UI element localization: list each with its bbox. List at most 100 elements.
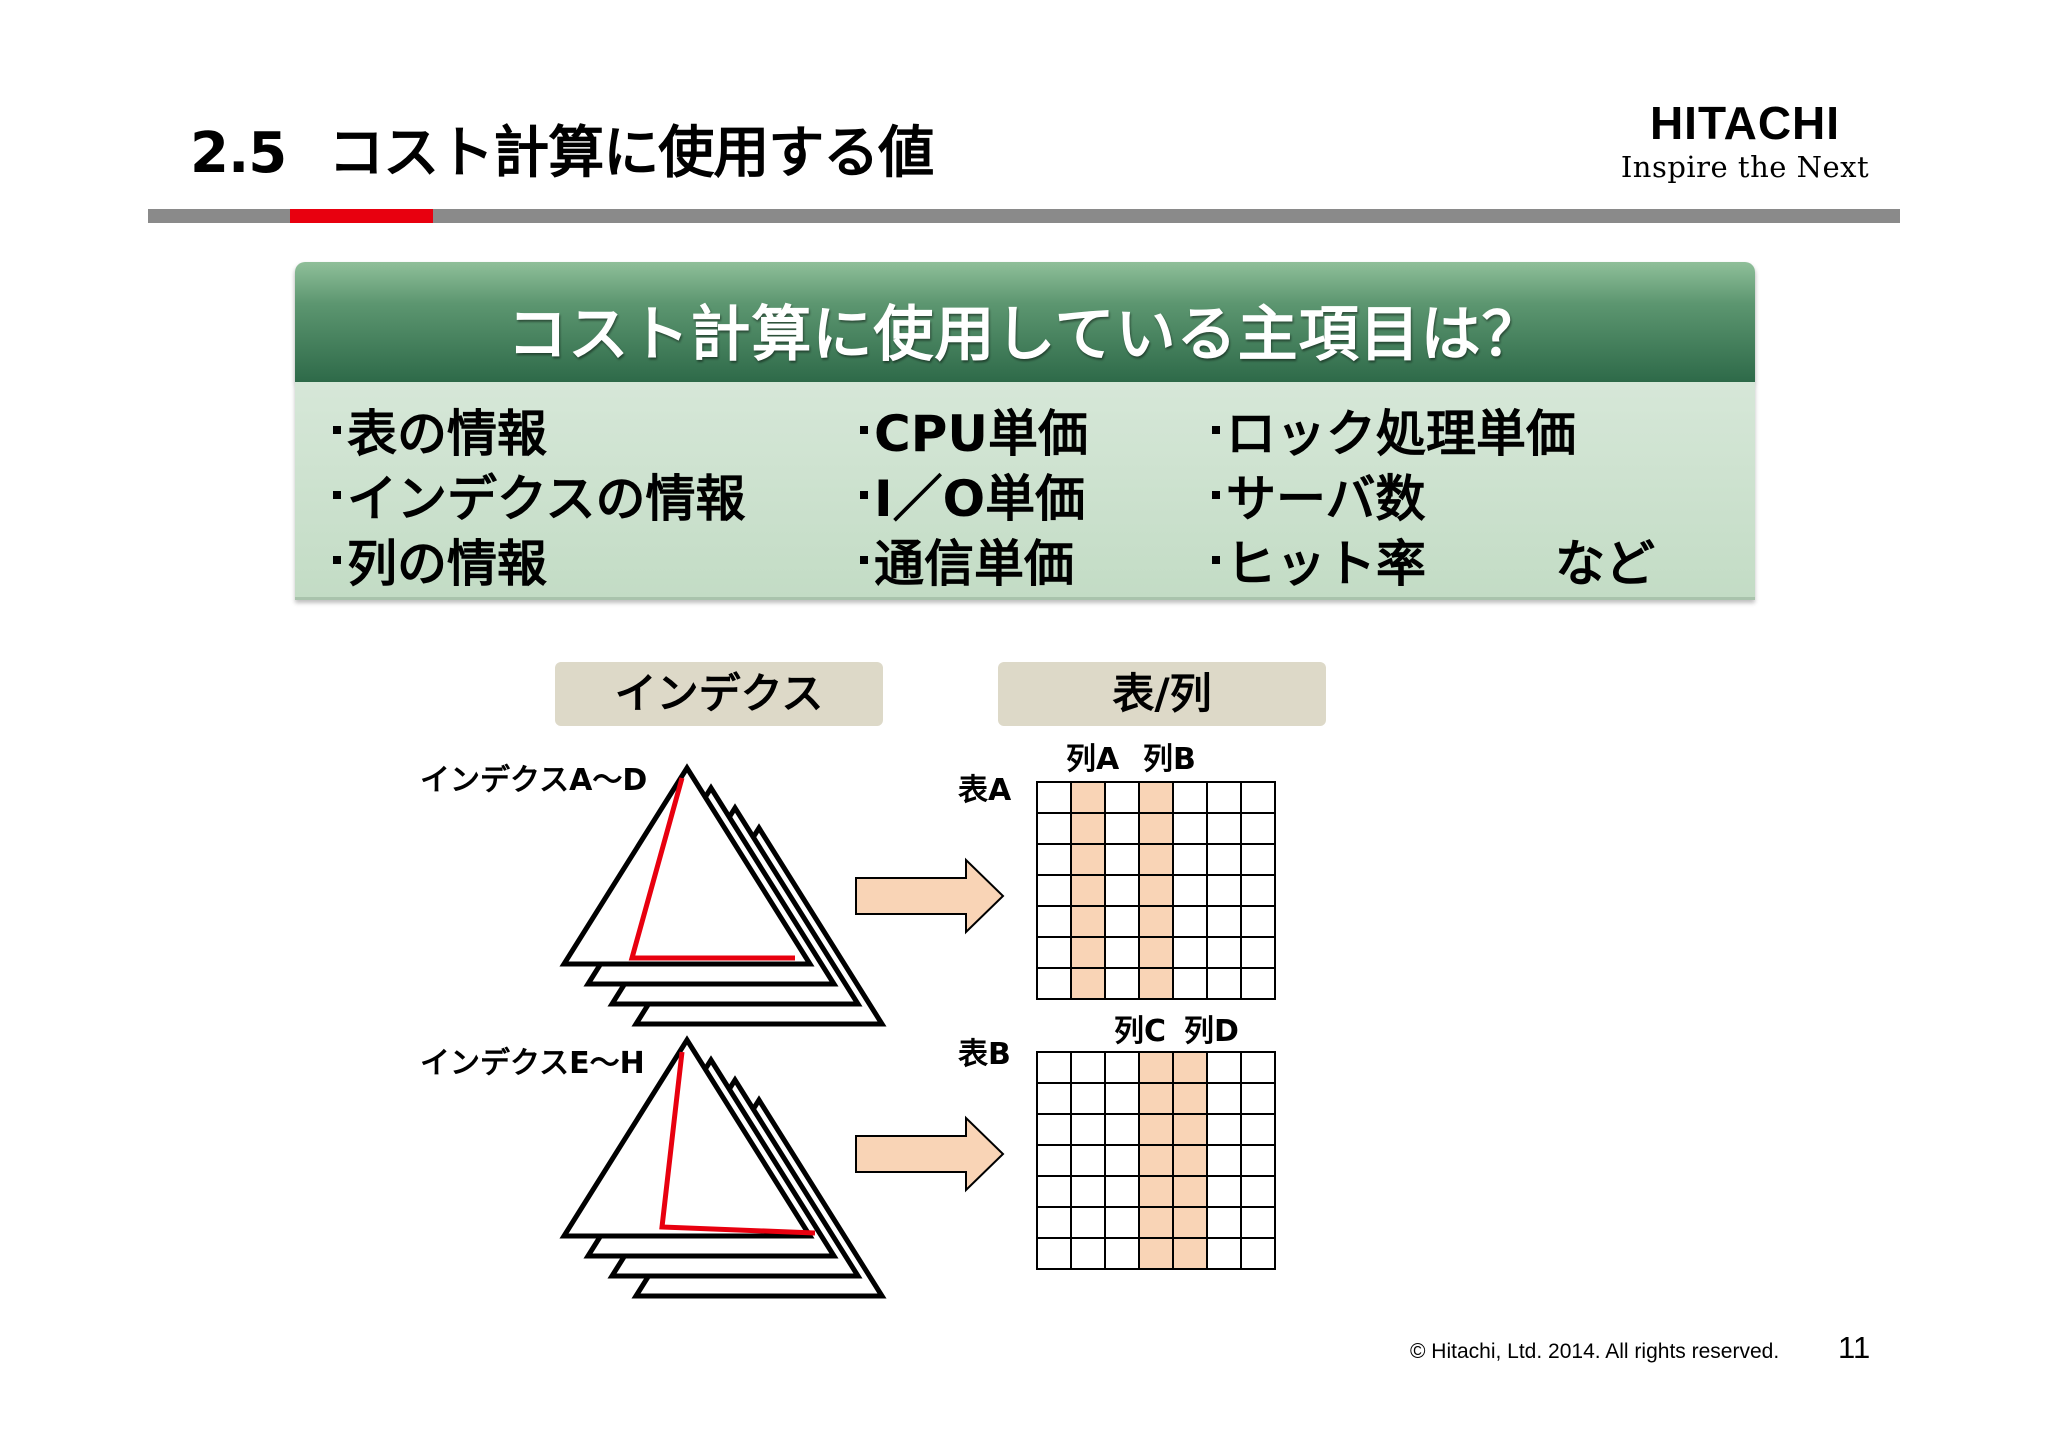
item-etc: など [1555,535,1655,593]
table-cell [1138,967,1174,1000]
table-cell [1104,781,1140,814]
table-cell [1070,1175,1106,1208]
table-cell [1036,1144,1072,1177]
table-cell [1206,1144,1242,1177]
table-cell [1206,1206,1242,1239]
table-cell [1138,843,1174,876]
item-column-info: 列の情報 [333,539,547,589]
table-cell [1104,967,1140,1000]
table-cell [1036,905,1072,938]
table-a-grid [1036,781,1276,1000]
item-cpu-cost: CPU単価 [860,409,1088,459]
table-cell [1138,781,1174,814]
table-cell [1206,1175,1242,1208]
index-stack-e-h [559,1035,887,1299]
table-cell [1104,1113,1140,1146]
table-cell [1036,1051,1072,1084]
table-cell [1172,1113,1208,1146]
table-cell [1172,1237,1208,1270]
item-server-count: サーバ数 [1212,474,1426,524]
table-cell [1240,936,1276,969]
table-cell [1138,936,1174,969]
table-cell [1070,1082,1106,1115]
table-cell [1172,874,1208,907]
table-cell [1036,1113,1072,1146]
index-triangle [559,1035,815,1239]
table-b-grid [1036,1051,1276,1270]
index-category-label: インデクス [555,662,883,726]
table-cell [1036,936,1072,969]
title-text: コスト計算に使用する値 [328,121,934,186]
table-cell [1036,1206,1072,1239]
item-comm-cost: 通信単価 [860,539,1074,589]
table-cell [1138,1082,1174,1115]
page-number: 11 [1838,1330,1871,1365]
table-cell [1206,1113,1242,1146]
table-cell [1240,874,1276,907]
table-cell [1070,936,1106,969]
table-cell [1172,843,1208,876]
table-cell [1240,905,1276,938]
table-cell [1138,1144,1174,1177]
table-cell [1070,1206,1106,1239]
panel-body: 表の情報 インデクスの情報 列の情報 CPU単価 I／O単価 通信単価 ロック処… [295,382,1755,600]
table-cell [1070,781,1106,814]
arrow-shape [855,1115,1005,1193]
header-rule [148,209,1900,223]
index-group-label-2: インデクスE～H [420,1046,645,1081]
table-cell [1138,874,1174,907]
item-index-info: インデクスの情報 [333,474,746,524]
table-cell [1104,1206,1140,1239]
table-cell [1104,1144,1140,1177]
index-path-line [659,1051,816,1236]
table-cell [1104,1175,1140,1208]
header-rule-accent [290,209,433,223]
panel-heading-text: コスト計算に使用している主項目は？ [507,300,1543,370]
item-lock-cost: ロック処理単価 [1212,409,1576,459]
table-cell [1104,905,1140,938]
section-number: 2.5 [190,121,287,186]
table-cell [1070,843,1106,876]
table-cell [1240,1206,1276,1239]
table-cell [1070,1113,1106,1146]
index-triangle [559,763,815,967]
table-cell [1104,1082,1140,1115]
table-cell [1070,1237,1106,1270]
table-cell [1036,781,1072,814]
arrow-shape [855,857,1005,935]
table-cell [1206,905,1242,938]
table-cell [1138,1113,1174,1146]
table-cell [1172,1206,1208,1239]
table-cell [1138,905,1174,938]
table-cell [1104,1051,1140,1084]
logo-tagline: Inspire the Next [1620,150,1870,184]
table-cell [1070,905,1106,938]
index-group-label-1: インデクスA～D [420,763,648,798]
table-cell [1240,781,1276,814]
item-io-cost: I／O単価 [860,474,1085,524]
table-cell [1036,843,1072,876]
table-cell [1240,967,1276,1000]
table-b-label: 表B [958,1037,1011,1072]
table-cell [1240,1113,1276,1146]
hitachi-logo: HITACHI Inspire the Next [1605,100,1885,184]
column-d-label: 列D [1184,1014,1239,1049]
copyright: © Hitachi, Ltd. 2014. All rights reserve… [1410,1340,1780,1363]
table-cell [1036,1237,1072,1270]
table-cell [1036,812,1072,845]
table-cell [1240,1051,1276,1084]
table-cell [1240,1237,1276,1270]
table-cell [1104,936,1140,969]
table-cell [1104,874,1140,907]
table-cell [1138,1237,1174,1270]
table-cell [1172,967,1208,1000]
table-cell [1206,936,1242,969]
table-cell [1206,1051,1242,1084]
table-cell [1138,1051,1174,1084]
table-cell [1172,1051,1208,1084]
table-cell [1172,1144,1208,1177]
table-a-label: 表A [958,773,1012,808]
table-cell [1172,936,1208,969]
column-a-label: 列A [1066,742,1120,777]
